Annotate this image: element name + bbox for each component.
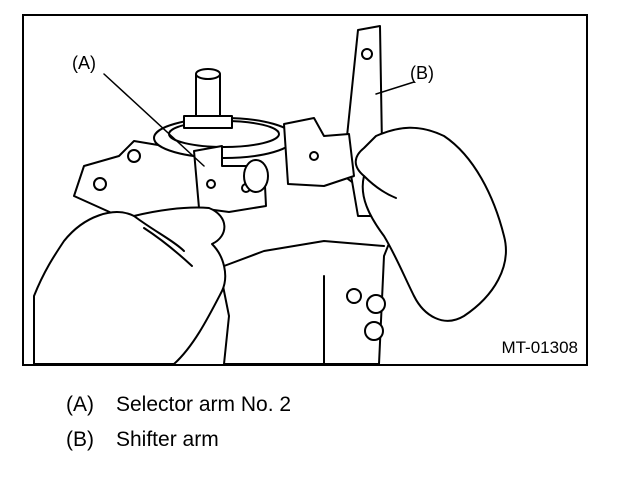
- case-bolt: [366, 294, 386, 314]
- figure-reference-code: MT-01308: [501, 338, 578, 357]
- transmission-illustration: [33, 25, 507, 364]
- legend-item: (B) Shifter arm: [66, 428, 219, 452]
- callout-a-label: (A): [72, 53, 96, 73]
- case-lower-face: [223, 240, 385, 267]
- callout-b-leader: [375, 81, 415, 95]
- legend-key: (A): [66, 393, 94, 416]
- callout-a-leader: [103, 73, 205, 167]
- legend-text: Shifter arm: [116, 428, 219, 451]
- callout-b-label: (B): [410, 63, 434, 83]
- input-shaft: [195, 73, 221, 117]
- case-bolt: [364, 321, 384, 341]
- case-bolt: [346, 288, 362, 304]
- shift-rail-block: [283, 117, 355, 187]
- left-hand: [33, 206, 227, 364]
- legend-item: (A) Selector arm No. 2: [66, 393, 291, 417]
- right-hand: [354, 126, 507, 322]
- legend-key: (B): [66, 428, 94, 451]
- legend-text: Selector arm No. 2: [116, 393, 292, 416]
- illustration-frame: (A) (B) MT-01308: [22, 14, 588, 366]
